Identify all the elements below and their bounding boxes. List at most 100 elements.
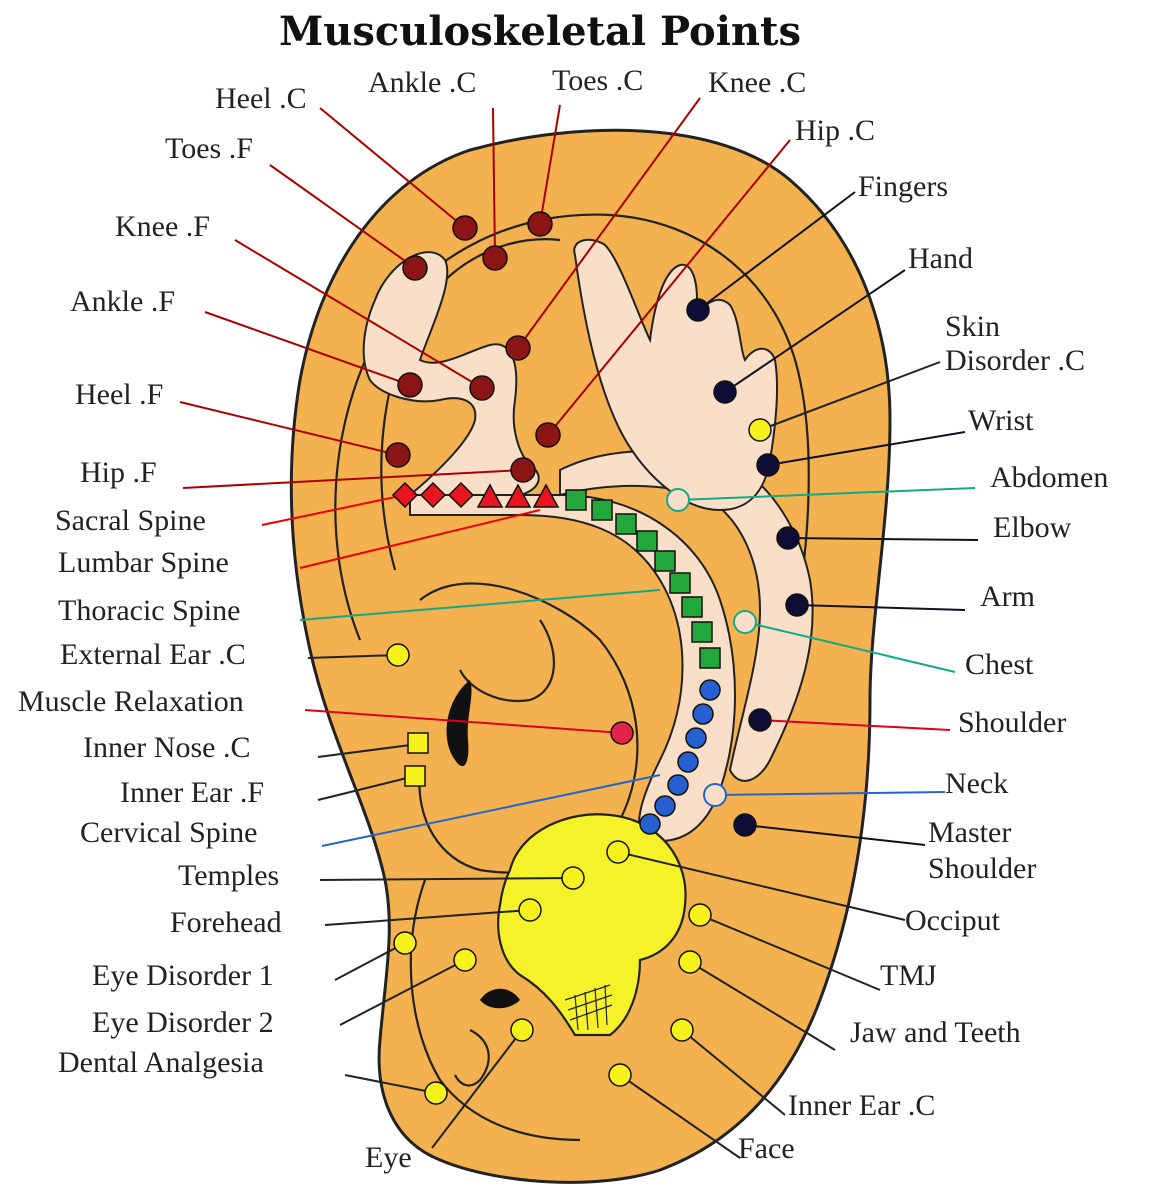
cervical-marker xyxy=(692,703,714,725)
leader-ankle-f xyxy=(204,311,411,386)
leader-master-shoulder xyxy=(744,824,926,846)
leader-inner-ear-c xyxy=(681,1029,786,1116)
cervical-marker xyxy=(685,727,707,749)
thoracic-marker xyxy=(565,489,587,511)
leader-lumbar-spine xyxy=(299,509,541,569)
diagram-title: Musculoskeletal Points xyxy=(279,8,801,55)
label-skin-disorder-c-line1: Skin xyxy=(945,310,1000,343)
leader-neck xyxy=(714,791,946,796)
leader-inner-ear-f xyxy=(317,775,416,801)
thoracic-marker xyxy=(669,572,691,594)
label-cervical-spine: Cervical Spine xyxy=(80,816,257,849)
point-jaw-and-teeth xyxy=(678,950,702,974)
thoracic-marker xyxy=(699,647,721,669)
label-chest: Chest xyxy=(965,648,1034,681)
skull-teeth xyxy=(564,984,613,1031)
leader-eye-disorder-2 xyxy=(339,959,466,1026)
thoracic-markers xyxy=(565,489,721,669)
cervical-marker xyxy=(639,813,661,835)
leader-hand xyxy=(724,269,906,393)
ear-canal xyxy=(446,680,472,767)
point-knee-c xyxy=(505,335,531,361)
leader-elbow xyxy=(787,537,979,541)
face-sketch-eye xyxy=(480,988,520,1009)
point-ankle-c xyxy=(482,245,508,271)
cervical-marker xyxy=(667,774,689,796)
label-shoulder: Shoulder xyxy=(958,706,1066,739)
thoracic-marker xyxy=(615,513,637,535)
thoracic-marker xyxy=(591,499,613,521)
label-ankle-f: Ankle .F xyxy=(70,285,175,318)
label-forehead: Forehead xyxy=(170,906,282,939)
sacral-marker xyxy=(447,481,475,509)
label-sacral-spine: Sacral Spine xyxy=(55,504,206,537)
label-lumbar-spine: Lumbar Spine xyxy=(58,546,229,579)
leader-tmj xyxy=(699,914,881,991)
point-inner-ear-f xyxy=(404,765,426,787)
label-abdomen: Abdomen xyxy=(990,461,1108,494)
point-eye-disorder-1 xyxy=(393,931,417,955)
cervical-marker xyxy=(677,751,699,773)
thoracic-marker xyxy=(691,621,713,643)
leader-jaw-and-teeth xyxy=(689,961,836,1051)
point-abdomen xyxy=(666,488,690,512)
label-hand: Hand xyxy=(908,242,973,275)
leader-fingers xyxy=(697,191,856,311)
label-wrist: Wrist xyxy=(968,404,1034,437)
hand-shape xyxy=(573,238,779,512)
label-inner-ear-c: Inner Ear .C xyxy=(788,1089,935,1122)
leader-shoulder xyxy=(759,719,951,731)
lumbar-marker xyxy=(504,483,532,508)
label-heel-f: Heel .F xyxy=(75,378,163,411)
leader-heel-f xyxy=(179,401,399,456)
leader-toes-c xyxy=(539,104,561,225)
leader-eye xyxy=(431,1029,523,1149)
point-tmj xyxy=(688,903,712,927)
point-inner-nose-c xyxy=(407,732,429,754)
point-elbow xyxy=(776,526,800,550)
label-hip-f: Hip .F xyxy=(80,456,157,489)
point-fingers xyxy=(686,298,710,322)
label-eye-disorder-2: Eye Disorder 2 xyxy=(92,1006,274,1039)
label-jaw-and-teeth: Jaw and Teeth xyxy=(850,1016,1021,1049)
label-arm: Arm xyxy=(980,580,1035,613)
label-inner-nose-c: Inner Nose .C xyxy=(83,731,250,764)
leader-arm xyxy=(796,604,966,611)
point-toes-f xyxy=(402,255,428,281)
leader-thoracic-spine xyxy=(299,589,661,621)
face-sketch-nose xyxy=(454,1029,490,1087)
label-inner-ear-f: Inner Ear .F xyxy=(120,776,264,809)
label-toes-c: Toes .C xyxy=(552,64,643,97)
label-master-shoulder-line2: Shoulder xyxy=(928,852,1036,885)
leader-wrist xyxy=(767,431,966,466)
points xyxy=(385,211,809,1105)
point-hip-c xyxy=(535,422,561,448)
label-toes-f: Toes .F xyxy=(165,132,253,165)
ear-illustration xyxy=(289,128,892,1184)
label-face: Face xyxy=(738,1132,795,1165)
point-wrist xyxy=(756,453,780,477)
leader-heel-c xyxy=(319,107,466,229)
point-occiput xyxy=(606,840,630,864)
sacral-lumbar-markers xyxy=(391,481,560,509)
leader-knee-c xyxy=(517,97,701,349)
label-master-shoulder-line1: Master xyxy=(928,816,1011,849)
leader-external-ear-c xyxy=(307,654,399,659)
labels-left: Heel .C Ankle .C Toes .C Knee .C Hip .C … xyxy=(18,64,875,1174)
sacral-marker xyxy=(391,481,419,509)
point-ankle-f xyxy=(397,372,423,398)
helix-inner-ridge xyxy=(334,213,810,641)
label-ankle-c: Ankle .C xyxy=(368,66,476,99)
point-toes-c xyxy=(527,211,553,237)
point-eye-disorder-2 xyxy=(453,948,477,972)
sacral-marker xyxy=(419,481,447,509)
leader-chest xyxy=(744,621,956,673)
leader-muscle-relaxation xyxy=(304,709,623,734)
leader-eye-disorder-1 xyxy=(334,942,406,981)
lumbar-marker xyxy=(532,483,560,508)
label-occiput: Occiput xyxy=(905,904,1001,937)
leader-temples xyxy=(319,877,574,881)
leader-knee-f xyxy=(234,239,483,389)
labels-right: Fingers Hand Skin Disorder .C Wrist Abdo… xyxy=(738,170,1108,1165)
